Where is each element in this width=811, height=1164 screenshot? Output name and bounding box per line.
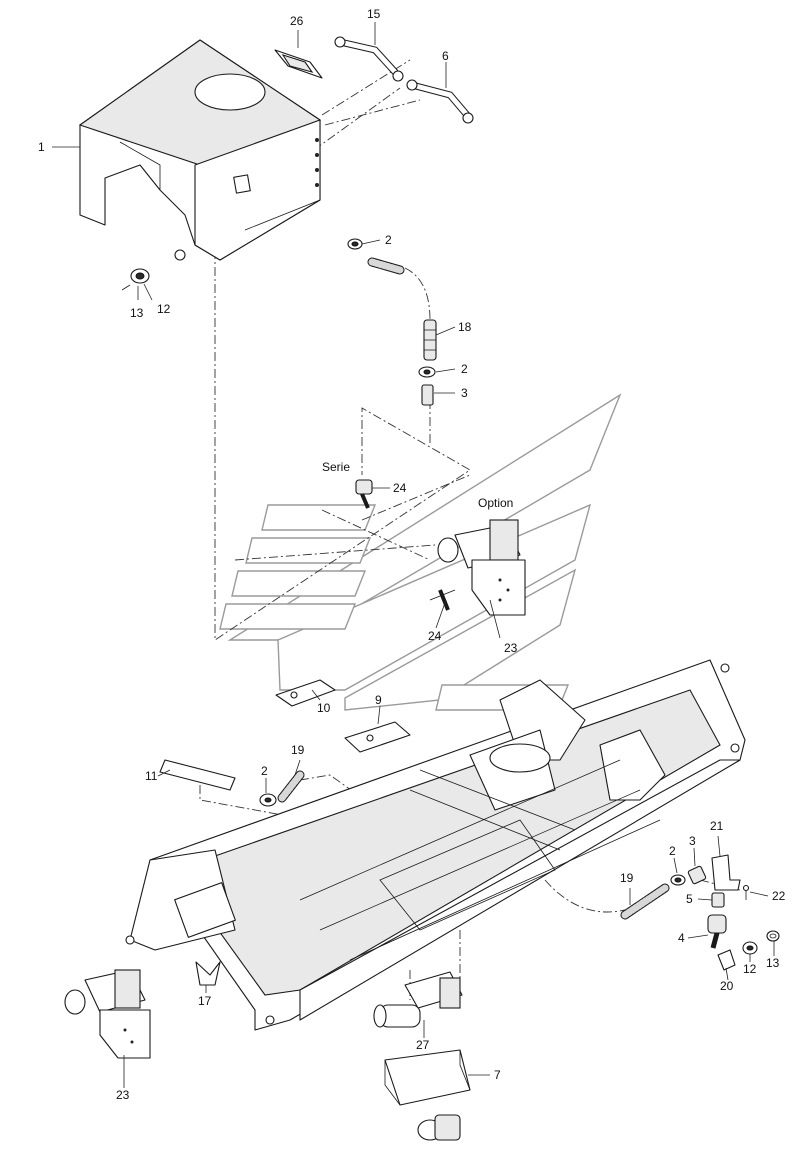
callout-2: 2	[385, 233, 392, 247]
bracket-21	[711, 854, 741, 891]
callout-labels: 1 26 15 6 13 12 2 18 2 3 24 24 23 10 9 1…	[38, 7, 786, 1102]
hose-19-right	[620, 883, 670, 920]
pump-bottom	[417, 1114, 461, 1141]
callout-6: 6	[442, 49, 449, 63]
plate-10	[275, 679, 336, 707]
callout-4: 4	[678, 931, 685, 945]
callout-11: 11	[145, 769, 158, 783]
clamp-2-upper	[347, 238, 363, 250]
clip-17	[195, 961, 221, 986]
callout-21: 21	[710, 819, 724, 833]
ring-13-right	[766, 930, 780, 942]
hose-section-upper	[367, 257, 405, 275]
strip-11	[159, 759, 236, 791]
screw-22	[742, 884, 750, 900]
callout-23: 23	[116, 1088, 130, 1102]
main-frame-chassis	[125, 659, 746, 1031]
plate-9	[344, 721, 411, 753]
callout-27: 27	[416, 1038, 430, 1052]
callout-3: 3	[689, 834, 696, 848]
valve-4	[707, 914, 727, 949]
grommet-12-right	[742, 941, 758, 955]
fitting-3-right	[687, 865, 707, 885]
callout-5: 5	[686, 892, 693, 906]
fitting-5	[711, 892, 725, 908]
bracket-26	[274, 49, 323, 79]
hose-6	[406, 79, 474, 124]
variant-label-serie: Serie	[322, 460, 350, 474]
callout-2: 2	[669, 844, 676, 858]
callout-12: 12	[743, 962, 757, 976]
valve-24-serie	[355, 479, 373, 509]
callout-9: 9	[375, 693, 382, 707]
valve-24-option	[429, 589, 456, 611]
callout-23: 23	[504, 641, 518, 655]
callout-12: 12	[157, 302, 171, 316]
callout-22: 22	[772, 889, 786, 903]
callout-10: 10	[317, 701, 331, 715]
clamp-2-left	[259, 793, 277, 807]
motor-27	[373, 971, 463, 1028]
callout-15: 15	[367, 7, 381, 21]
clamp-2-middle	[418, 366, 436, 378]
variant-label-option: Option	[478, 496, 513, 510]
callout-19: 19	[291, 743, 305, 757]
grommet-12-13-upper	[121, 268, 150, 291]
callout-2: 2	[261, 764, 268, 778]
callout-17: 17	[198, 994, 212, 1008]
leader-lines	[52, 22, 775, 1088]
callout-19: 19	[620, 871, 634, 885]
callout-20: 20	[720, 979, 734, 993]
bracket-7	[384, 1049, 471, 1106]
callout-24: 24	[428, 629, 442, 643]
callout-3: 3	[461, 386, 468, 400]
engine-hood-cover	[78, 39, 322, 261]
callout-13: 13	[130, 306, 144, 320]
watermark-logo	[219, 393, 622, 711]
callout-26: 26	[290, 14, 304, 28]
callout-1: 1	[38, 140, 45, 154]
pump-option	[437, 519, 526, 616]
hose-19-left	[277, 770, 305, 803]
hose-18	[423, 319, 437, 361]
callout-2: 2	[461, 362, 468, 376]
fitting-3-upper	[421, 384, 434, 406]
callout-13: 13	[766, 956, 780, 970]
callout-7: 7	[494, 1068, 501, 1082]
pump-lower-left	[64, 969, 151, 1059]
callout-18: 18	[458, 320, 472, 334]
elbow-20	[717, 949, 736, 971]
callout-24: 24	[393, 481, 407, 495]
hose-15	[334, 36, 404, 82]
clamp-2-right	[670, 874, 686, 886]
